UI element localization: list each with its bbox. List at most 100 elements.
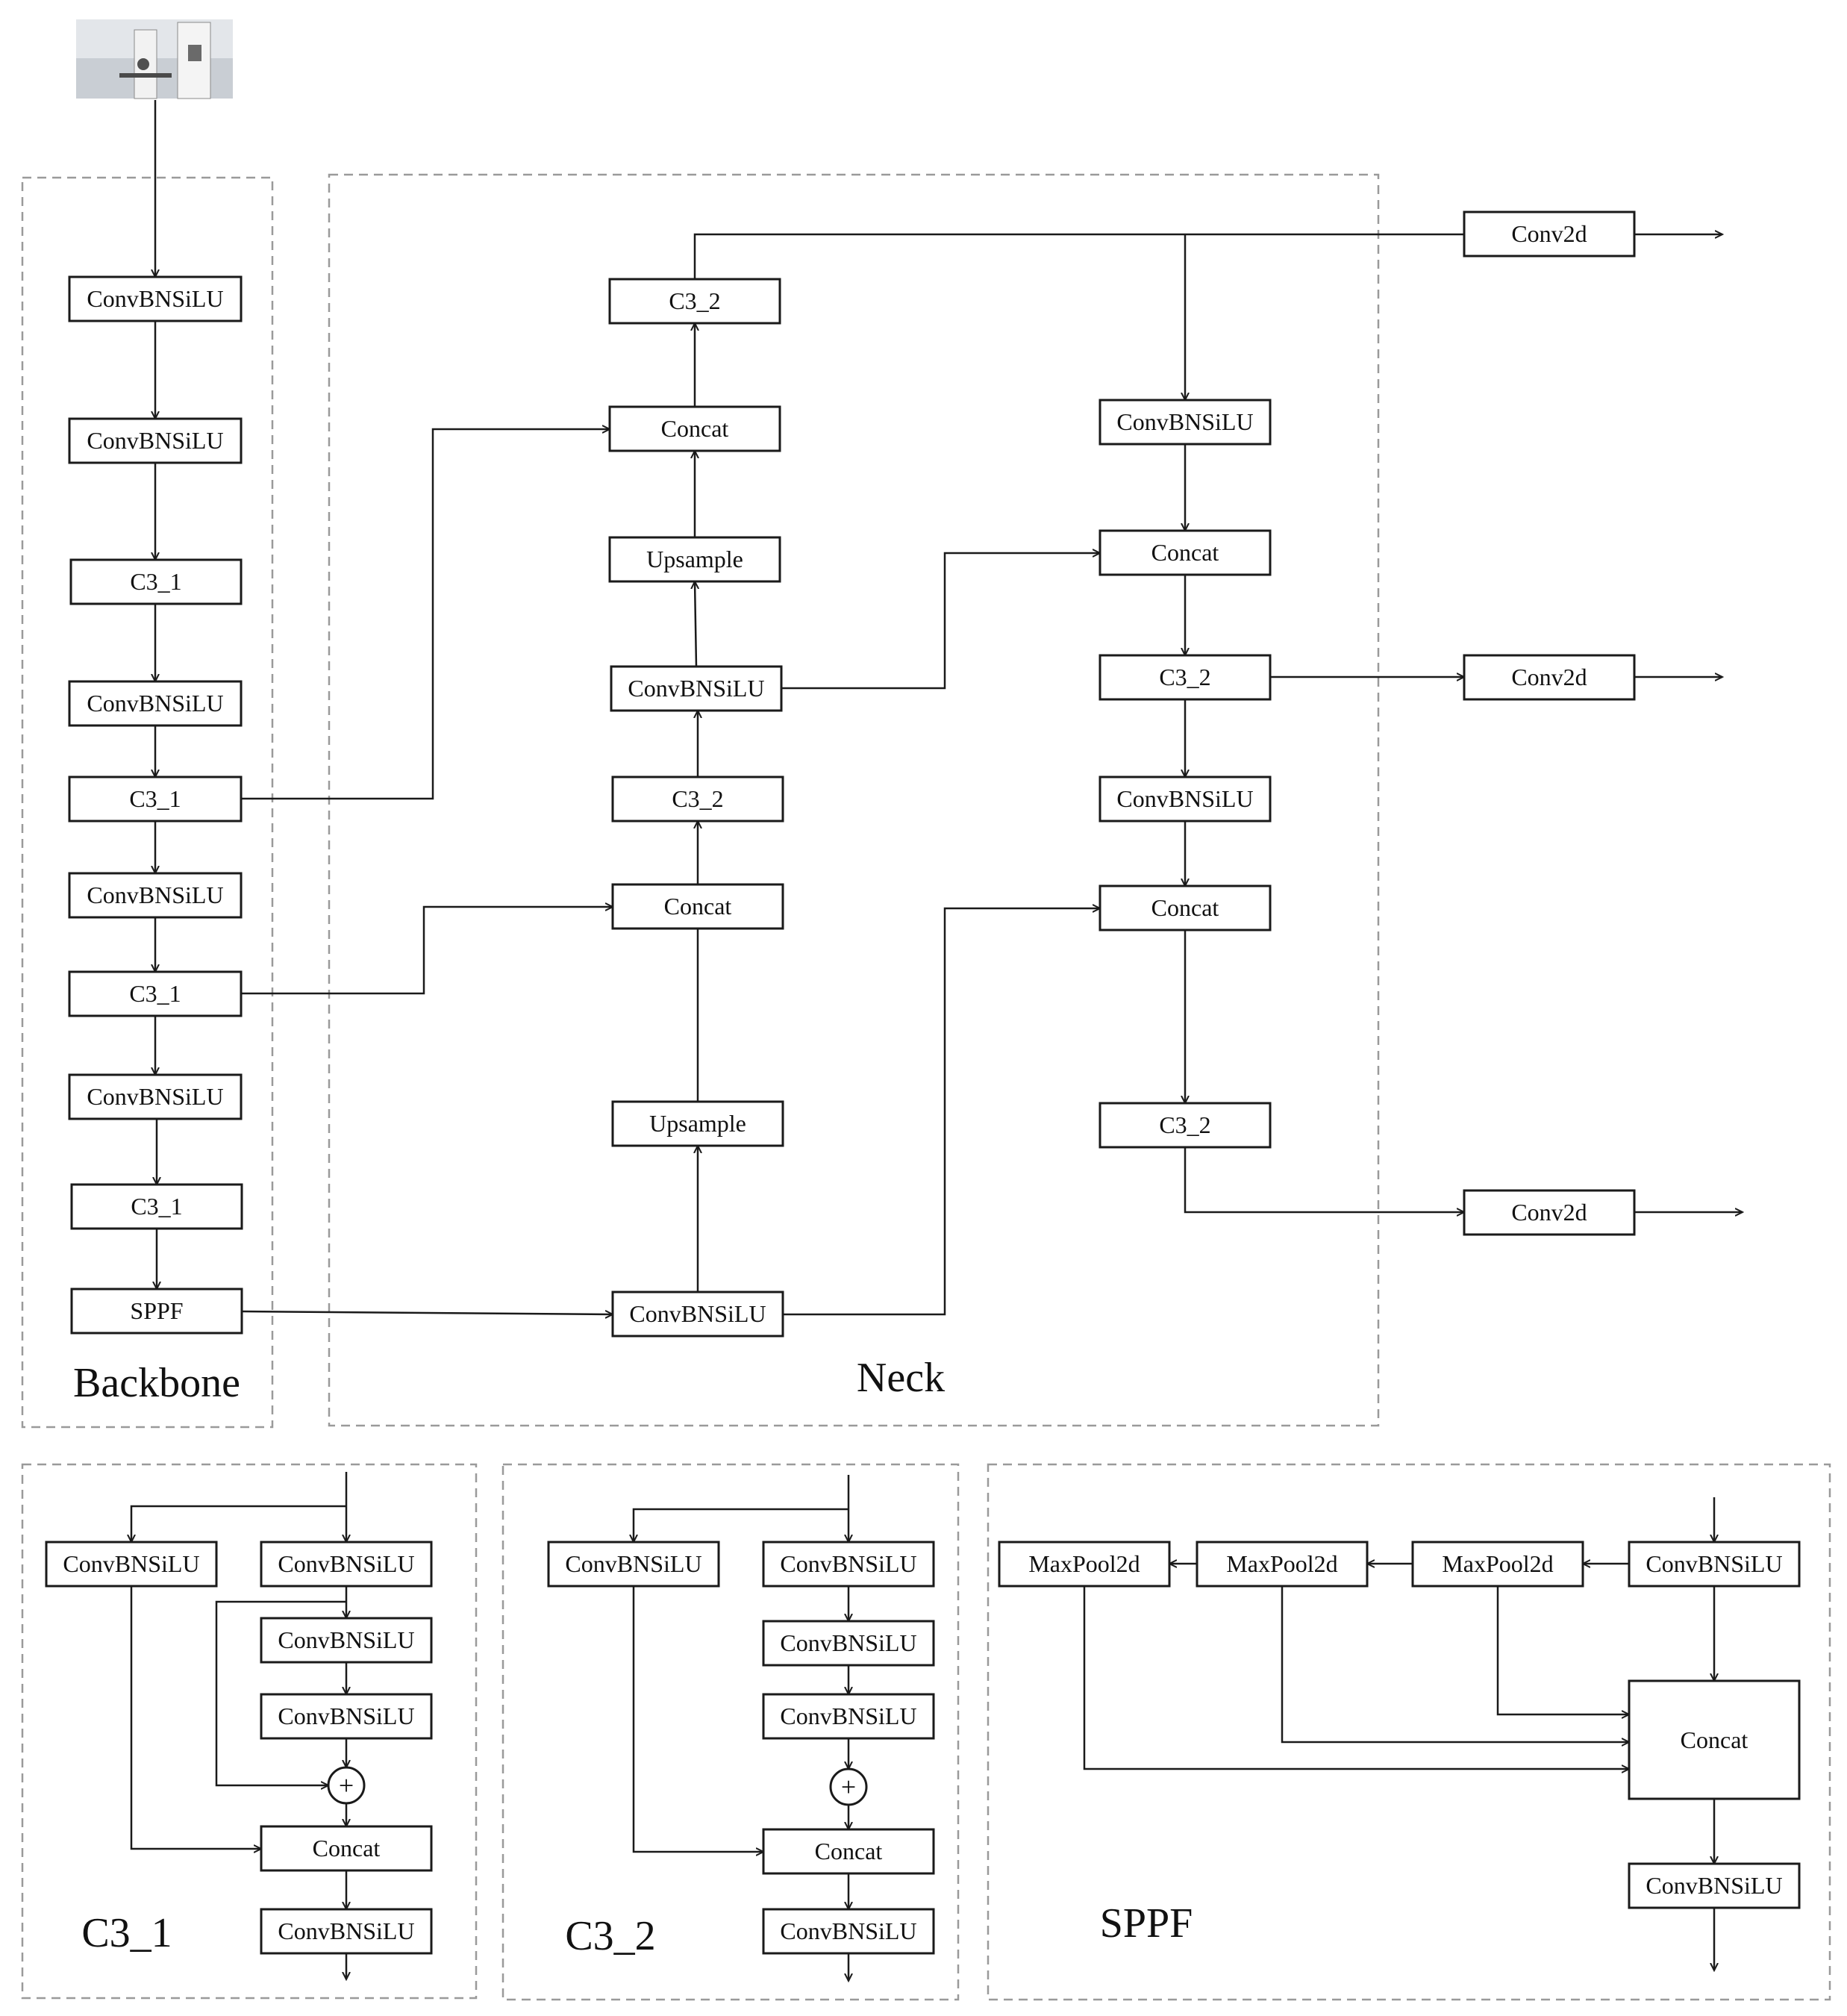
svg-text:C3_2: C3_2 bbox=[1159, 664, 1210, 690]
neck-right-c3-2-b: C3_2 bbox=[1098, 1102, 1272, 1149]
svg-text:ConvBNSiLU: ConvBNSiLU bbox=[1646, 1550, 1782, 1577]
neck-c3-2-mid: C3_2 bbox=[611, 775, 784, 823]
connector-line bbox=[1496, 1586, 1629, 1714]
connector-line bbox=[215, 1600, 346, 1785]
c3-1-label: C3_1 bbox=[81, 1910, 172, 1956]
svg-text:ConvBNSiLU: ConvBNSiLU bbox=[1646, 1872, 1782, 1899]
backbone-convbnsilu-1: ConvBNSiLU bbox=[68, 275, 243, 322]
neck-label: Neck bbox=[857, 1355, 945, 1401]
c3-1-convbnsilu-right: ConvBNSiLU bbox=[260, 1541, 433, 1588]
neck-right-c3-2-a: C3_2 bbox=[1098, 654, 1272, 701]
neck-convbnsilu-1: ConvBNSiLU bbox=[610, 665, 783, 712]
neck-concat-1: Concat bbox=[608, 405, 781, 452]
input-image bbox=[76, 19, 233, 99]
connector-line bbox=[632, 1586, 763, 1852]
svg-text:ConvBNSiLU: ConvBNSiLU bbox=[278, 1917, 414, 1944]
c3-1-convbnsilu-b1: ConvBNSiLU bbox=[260, 1617, 433, 1664]
svg-text:ConvBNSiLU: ConvBNSiLU bbox=[780, 1917, 916, 1944]
sppf-convbnsilu-out: ConvBNSiLU bbox=[1628, 1862, 1801, 1909]
svg-text:MaxPool2d: MaxPool2d bbox=[1226, 1550, 1337, 1577]
svg-text:ConvBNSiLU: ConvBNSiLU bbox=[63, 1550, 199, 1577]
svg-text:+: + bbox=[841, 1772, 856, 1802]
neck-right-concat-1: Concat bbox=[1098, 529, 1272, 576]
connector-line bbox=[241, 1311, 613, 1314]
svg-text:C3_1: C3_1 bbox=[129, 980, 181, 1007]
c3-1-convbnsilu-left: ConvBNSiLU bbox=[45, 1541, 218, 1588]
backbone-region bbox=[21, 176, 274, 1429]
c3-1-add-node: + bbox=[327, 1766, 366, 1805]
svg-text:C3_1: C3_1 bbox=[131, 1193, 182, 1220]
head-conv2d-3: Conv2d bbox=[1463, 1189, 1636, 1236]
backbone-c3-1-c: C3_1 bbox=[68, 970, 243, 1017]
backbone-label: Backbone bbox=[73, 1360, 240, 1406]
svg-text:Conv2d: Conv2d bbox=[1511, 664, 1587, 690]
sppf-maxpool2d-2: MaxPool2d bbox=[1196, 1541, 1369, 1588]
c3-2-convbnsilu-right: ConvBNSiLU bbox=[762, 1541, 935, 1588]
backbone-convbnsilu-5: ConvBNSiLU bbox=[68, 1073, 243, 1120]
connector-line bbox=[783, 908, 1100, 1316]
backbone-c3-1-b: C3_1 bbox=[68, 775, 243, 823]
svg-text:ConvBNSiLU: ConvBNSiLU bbox=[87, 427, 223, 454]
c3-2-convbnsilu-out: ConvBNSiLU bbox=[762, 1908, 935, 1955]
svg-text:ConvBNSiLU: ConvBNSiLU bbox=[565, 1550, 701, 1577]
c3-2-label: C3_2 bbox=[565, 1913, 655, 1959]
backbone-c3-1-d: C3_1 bbox=[70, 1183, 243, 1230]
svg-text:Conv2d: Conv2d bbox=[1511, 220, 1587, 247]
neck-convbnsilu-2: ConvBNSiLU bbox=[611, 1291, 784, 1338]
svg-text:MaxPool2d: MaxPool2d bbox=[1028, 1550, 1140, 1577]
svg-text:SPPF: SPPF bbox=[130, 1297, 183, 1324]
svg-text:C3_2: C3_2 bbox=[1159, 1111, 1210, 1138]
connector-line bbox=[131, 1505, 346, 1542]
svg-text:Concat: Concat bbox=[1151, 894, 1219, 921]
svg-text:ConvBNSiLU: ConvBNSiLU bbox=[87, 1083, 223, 1110]
backbone-convbnsilu-4: ConvBNSiLU bbox=[68, 872, 243, 919]
connector-line bbox=[781, 553, 1100, 690]
c3-1-concat: Concat bbox=[260, 1825, 433, 1872]
neck-right-concat-2: Concat bbox=[1098, 884, 1272, 931]
neck-right-convbnsilu-1: ConvBNSiLU bbox=[1098, 399, 1272, 446]
backbone-c3-1-a: C3_1 bbox=[69, 558, 243, 605]
svg-text:ConvBNSiLU: ConvBNSiLU bbox=[87, 881, 223, 908]
c3-2-add-node: + bbox=[829, 1767, 868, 1806]
svg-text:Concat: Concat bbox=[1681, 1726, 1748, 1753]
svg-text:Concat: Concat bbox=[661, 415, 729, 442]
sppf-region bbox=[987, 1463, 1831, 2001]
connector-line bbox=[695, 581, 696, 667]
connector-line bbox=[130, 1586, 261, 1849]
head-conv2d-2: Conv2d bbox=[1463, 654, 1636, 701]
c3-2-convbnsilu-b2: ConvBNSiLU bbox=[762, 1693, 935, 1740]
sppf-convbnsilu-in: ConvBNSiLU bbox=[1628, 1541, 1801, 1588]
neck-right-convbnsilu-2: ConvBNSiLU bbox=[1098, 775, 1272, 823]
neck-region bbox=[328, 173, 1380, 1427]
backbone-sppf: SPPF bbox=[70, 1288, 243, 1335]
svg-text:C3_2: C3_2 bbox=[669, 287, 720, 314]
svg-text:ConvBNSiLU: ConvBNSiLU bbox=[1116, 408, 1253, 435]
backbone-convbnsilu-2: ConvBNSiLU bbox=[68, 417, 243, 464]
neck-upsample-1: Upsample bbox=[608, 536, 781, 583]
connector-line bbox=[241, 429, 610, 800]
svg-text:ConvBNSiLU: ConvBNSiLU bbox=[278, 1626, 414, 1653]
svg-text:ConvBNSiLU: ConvBNSiLU bbox=[278, 1550, 414, 1577]
svg-text:C3_1: C3_1 bbox=[129, 785, 181, 812]
backbone-convbnsilu-3: ConvBNSiLU bbox=[68, 680, 243, 727]
svg-text:ConvBNSiLU: ConvBNSiLU bbox=[1116, 785, 1253, 812]
svg-text:ConvBNSiLU: ConvBNSiLU bbox=[628, 675, 764, 702]
svg-text:ConvBNSiLU: ConvBNSiLU bbox=[87, 690, 223, 717]
svg-text:Conv2d: Conv2d bbox=[1511, 1199, 1587, 1226]
connector-line bbox=[241, 907, 613, 995]
svg-text:ConvBNSiLU: ConvBNSiLU bbox=[629, 1300, 766, 1327]
svg-text:Concat: Concat bbox=[313, 1835, 381, 1861]
neck-upsample-2: Upsample bbox=[611, 1100, 784, 1147]
connections bbox=[131, 100, 1743, 1981]
connector-line bbox=[693, 233, 1464, 279]
c3-2-concat: Concat bbox=[762, 1828, 935, 1875]
svg-text:Upsample: Upsample bbox=[649, 1110, 746, 1137]
connector-line bbox=[1281, 1586, 1629, 1742]
sppf-maxpool2d-1: MaxPool2d bbox=[998, 1541, 1171, 1588]
svg-text:+: + bbox=[339, 1770, 354, 1800]
sppf-label: SPPF bbox=[1100, 1900, 1193, 1947]
neck-concat-2: Concat bbox=[611, 883, 784, 930]
svg-text:ConvBNSiLU: ConvBNSiLU bbox=[780, 1629, 916, 1656]
c3-1-convbnsilu-b2: ConvBNSiLU bbox=[260, 1693, 433, 1740]
svg-text:C3_1: C3_1 bbox=[130, 568, 181, 595]
